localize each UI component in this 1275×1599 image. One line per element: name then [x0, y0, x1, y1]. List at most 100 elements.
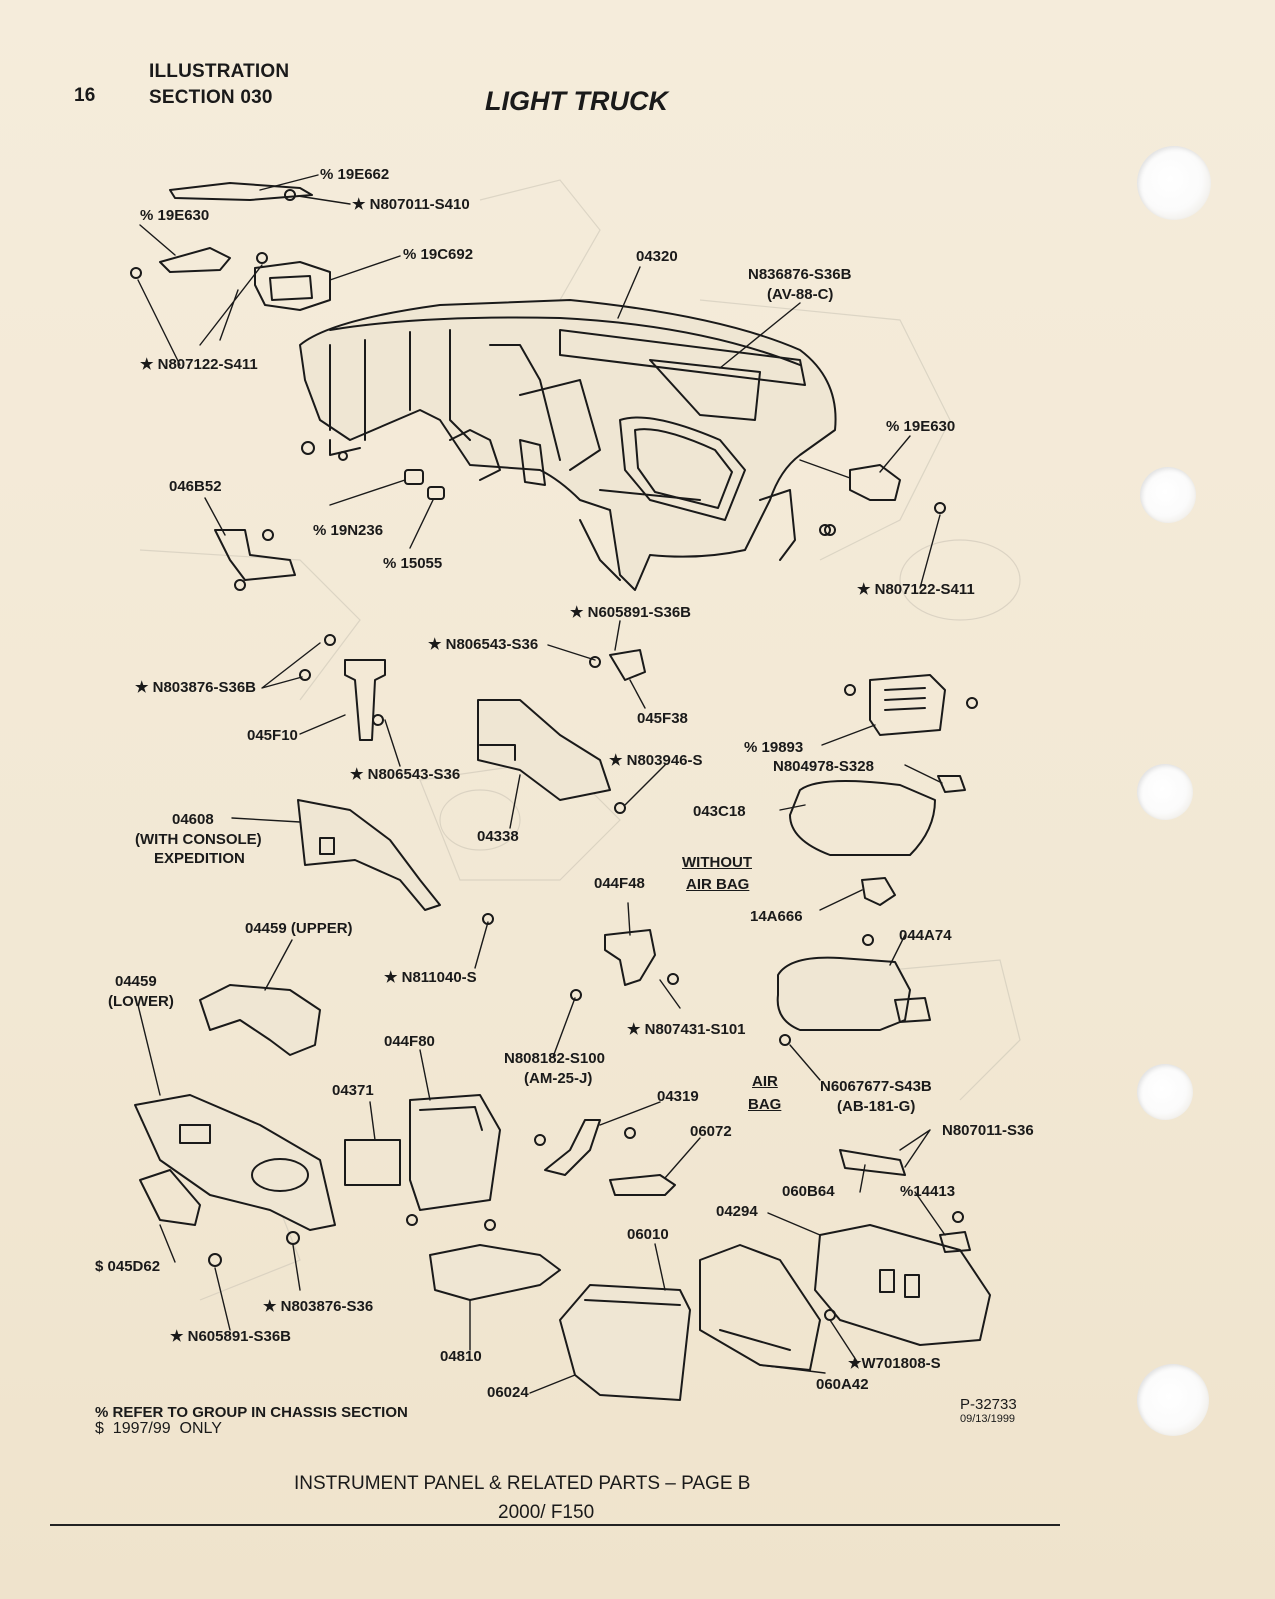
part-04810-tray	[406, 1214, 561, 1301]
label-without-air-bag-1: WITHOUT	[682, 854, 752, 871]
callout-N803876-S36: ★ N803876-S36	[263, 1298, 374, 1315]
callout-04608: 04608	[172, 811, 214, 828]
callout-19N236: % 19N236	[313, 522, 384, 539]
instrument-panel-04320	[299, 299, 837, 591]
part-14A666-latch	[861, 877, 896, 906]
binder-hole-1	[1137, 146, 1211, 220]
callout-N811040-S: ★ N811040-S	[384, 969, 477, 986]
note-1997-99-only: $ 1997/99 ONLY	[95, 1420, 222, 1437]
binder-hole-2	[1140, 467, 1196, 523]
callout-19893: % 19893	[744, 739, 804, 756]
footer-model: 2000/ F150	[498, 1502, 595, 1523]
callout-060A42: 060A42	[816, 1376, 869, 1393]
callout-06010: 06010	[627, 1226, 669, 1243]
callout-AV-88-C: (AV-88-C)	[767, 286, 834, 303]
part-19893-switch	[844, 674, 978, 736]
callout-044F80: 044F80	[384, 1033, 435, 1050]
part-04294-outer-door	[814, 1211, 991, 1346]
drawing-date: 09/13/1999	[960, 1413, 1016, 1425]
part-04371-plate	[344, 1139, 401, 1186]
part-044F48-bracket	[570, 929, 679, 1001]
callout-N803946-S: ★ N803946-S	[609, 752, 703, 769]
callout-15055: % 15055	[383, 555, 443, 572]
callout-19E630-right: % 19E630	[886, 418, 956, 435]
callout-19C692: % 19C692	[403, 246, 474, 263]
callout-045F38: 045F38	[637, 710, 688, 727]
part-043C18-door	[789, 775, 966, 856]
part-14413	[939, 1231, 971, 1253]
part-045F10-bracket	[299, 634, 386, 741]
label-air-bag-1: AIR	[752, 1073, 778, 1090]
part-060A42-inner-door	[699, 1244, 821, 1371]
callout-06024: 06024	[487, 1384, 529, 1401]
callout-06072: 06072	[690, 1123, 732, 1140]
leader-lines	[137, 174, 946, 1394]
part-19E630-left	[130, 247, 231, 279]
callout-N807431-S101: ★ N807431-S101	[627, 1021, 746, 1038]
note-refer-chassis: % REFER TO GROUP IN CHASSIS SECTION	[95, 1404, 408, 1421]
callout-N807011-S36: N807011-S36	[942, 1122, 1034, 1139]
callout-N807122-S411-right: ★ N807122-S411	[857, 581, 975, 598]
illustration-label: ILLUSTRATION	[149, 61, 290, 82]
callout-14413: %14413	[900, 1183, 956, 1200]
binder-hole-3	[1137, 764, 1193, 820]
callout-14A666: 14A666	[750, 908, 803, 925]
part-04319-bracket	[534, 1119, 636, 1176]
part-046B52-bracket	[214, 529, 296, 591]
part-060B64-striker	[839, 1149, 906, 1176]
part-045F38-clip	[589, 649, 646, 681]
callout-044A74: 044A74	[899, 927, 952, 944]
part-045D62	[139, 1169, 201, 1226]
callout-expedition: EXPEDITION	[154, 850, 245, 867]
callout-060B64: 060B64	[782, 1183, 835, 1200]
part-19E662-bracket	[169, 182, 313, 201]
section-label: SECTION 030	[149, 87, 273, 108]
binder-hole-5	[1137, 1364, 1209, 1436]
callout-04338: 04338	[477, 828, 519, 845]
callout-N804978-S328: N804978-S328	[773, 758, 874, 775]
callout-043C18: 043C18	[693, 803, 746, 820]
callout-04810: 04810	[440, 1348, 482, 1365]
callout-AB-181-G: (AB-181-G)	[837, 1098, 916, 1115]
footer-caption: INSTRUMENT PANEL & RELATED PARTS – PAGE …	[294, 1473, 751, 1494]
callout-04459-lower-2: (LOWER)	[108, 993, 174, 1010]
part-04338-panel	[477, 699, 626, 814]
page-number: 16	[74, 85, 96, 106]
callout-04371: 04371	[332, 1082, 374, 1099]
callout-04320: 04320	[636, 248, 678, 265]
callout-04294: 04294	[716, 1203, 758, 1220]
part-04459-upper	[199, 984, 321, 1056]
callout-19E662: % 19E662	[320, 166, 390, 183]
callout-04459-upper: 04459 (UPPER)	[245, 920, 353, 937]
part-06072-hinge	[609, 1174, 676, 1196]
part-06024-glove-box	[559, 1284, 691, 1401]
label-air-bag-2: BAG	[748, 1096, 782, 1113]
callout-N807122-S411-left: ★ N807122-S411	[140, 356, 258, 373]
part-04608-console-panel	[297, 799, 494, 925]
part-19C692-vent	[254, 252, 331, 311]
callout-N605891-S36B-bottom: ★ N605891-S36B	[170, 1328, 292, 1345]
callout-045F10: 045F10	[247, 727, 298, 744]
callout-N6067677-S43B: N6067677-S43B	[820, 1078, 932, 1095]
callout-N806543-S36-top: ★ N806543-S36	[428, 636, 539, 653]
callout-N803876-S36B: ★ N803876-S36B	[135, 679, 257, 696]
page-title: LIGHT TRUCK	[485, 86, 668, 116]
callout-W701808-S: ★W701808-S	[848, 1355, 941, 1372]
drawing-number: P-32733	[960, 1396, 1017, 1413]
callout-045D62: $ 045D62	[95, 1258, 161, 1275]
callout-N605891-S36B-top: ★ N605891-S36B	[570, 604, 692, 621]
callout-with-console: (WITH CONSOLE)	[135, 831, 262, 848]
label-without-air-bag-2: AIR BAG	[686, 876, 750, 893]
callout-N836876-S36B: N836876-S36B	[748, 266, 852, 283]
part-19E630-right	[824, 464, 946, 536]
callout-04319: 04319	[657, 1088, 699, 1105]
footer-rule	[50, 1524, 1060, 1526]
callout-N808182-S100: N808182-S100	[504, 1050, 605, 1067]
part-19N236-and-15055	[404, 469, 445, 500]
callout-AM-25-J: (AM-25-J)	[524, 1070, 593, 1087]
callout-046B52: 046B52	[169, 478, 222, 495]
callout-N806543-S36-lower: ★ N806543-S36	[350, 766, 461, 783]
callout-N807011-S410: ★ N807011-S410	[352, 196, 470, 213]
callout-19E630-left: % 19E630	[140, 207, 210, 224]
